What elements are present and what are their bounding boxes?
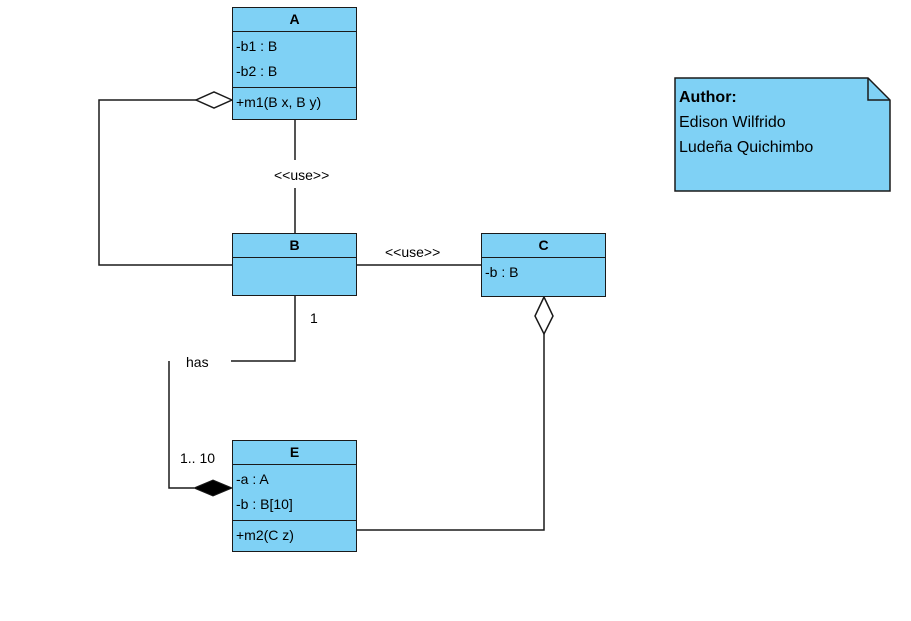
aggregation-a-b-line bbox=[98, 99, 232, 266]
class-a-name: A bbox=[233, 8, 356, 32]
note-text: Author: Edison Wilfrido Ludeña Quichimbo bbox=[679, 85, 813, 160]
aggregation-diamond-c bbox=[534, 295, 554, 336]
class-e-operations: +m2(C z) bbox=[233, 521, 356, 551]
use-a-b-label: <<use>> bbox=[274, 167, 330, 183]
class-c[interactable]: C -b : B bbox=[481, 233, 606, 297]
class-e[interactable]: E -a : A -b : B[10] +m2(C z) bbox=[232, 440, 357, 552]
class-c-name: C bbox=[482, 234, 605, 258]
multiplicity-b-label: 1 bbox=[310, 310, 318, 326]
note-shape bbox=[674, 77, 891, 192]
class-b-name: B bbox=[233, 234, 356, 258]
note-title: Author: bbox=[679, 89, 737, 106]
note-line: Ludeña Quichimbo bbox=[679, 139, 814, 156]
use-b-c-label: <<use>> bbox=[385, 244, 441, 260]
class-c-attribute: -b : B bbox=[485, 264, 519, 280]
author-note[interactable]: Author: Edison Wilfrido Ludeña Quichimbo bbox=[674, 77, 891, 192]
note-body-shape bbox=[674, 77, 891, 192]
has-line-upper bbox=[231, 296, 296, 362]
class-e-name: E bbox=[233, 441, 356, 465]
class-a-attributes: -b1 : B -b2 : B bbox=[233, 32, 356, 88]
note-fold-corner bbox=[867, 78, 890, 101]
class-e-operation: +m2(C z) bbox=[236, 527, 294, 543]
class-a-operation: +m1(B x, B y) bbox=[236, 94, 322, 110]
class-e-attribute: -a : A bbox=[236, 471, 269, 487]
class-a-attribute: -b1 : B bbox=[236, 38, 278, 54]
has-line-lower bbox=[168, 361, 194, 489]
has-label: has bbox=[186, 354, 209, 370]
class-e-attribute: -b : B[10] bbox=[236, 496, 293, 512]
composition-diamond-e bbox=[192, 479, 234, 497]
aggregation-c-e-line bbox=[357, 334, 545, 531]
class-a[interactable]: A -b1 : B -b2 : B +m1(B x, B y) bbox=[232, 7, 357, 120]
class-c-attributes: -b : B bbox=[482, 258, 605, 288]
multiplicity-e-label: 1.. 10 bbox=[180, 450, 216, 466]
class-e-attributes: -a : A -b : B[10] bbox=[233, 465, 356, 521]
class-a-attribute: -b2 : B bbox=[236, 63, 278, 79]
class-a-operations: +m1(B x, B y) bbox=[233, 88, 356, 118]
note-line: Edison Wilfrido bbox=[679, 114, 786, 131]
class-b[interactable]: B bbox=[232, 233, 357, 296]
aggregation-diamond-a bbox=[194, 91, 234, 109]
